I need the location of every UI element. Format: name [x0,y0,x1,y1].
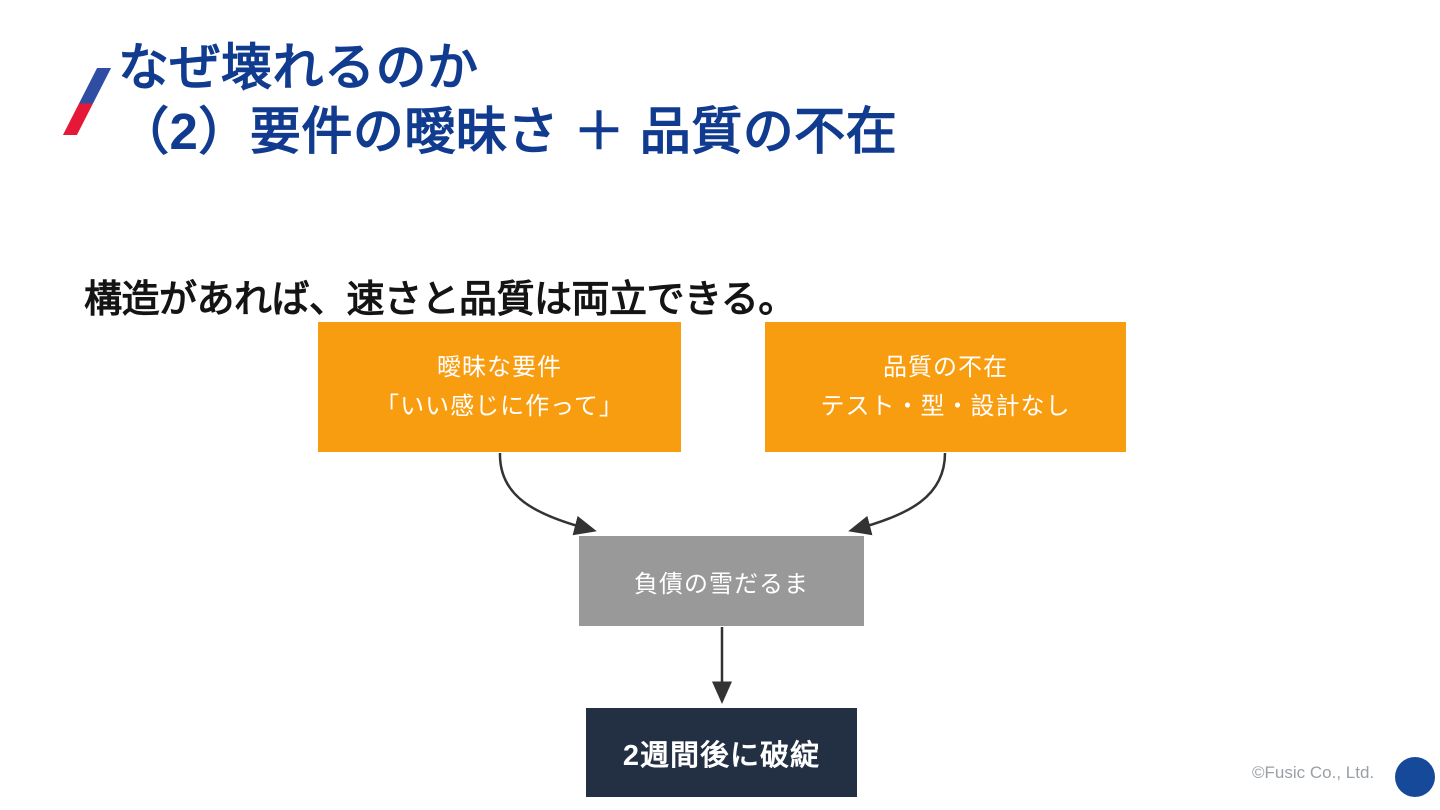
title-line-2: （2）要件の曖昧さ ＋ 品質の不在 [118,103,898,160]
arrow-right-curve [848,452,947,536]
copyright-text: ©Fusic Co., Ltd. [1252,763,1375,782]
box-ambiguous-line-2: 「いい感じに作って」 [375,393,624,420]
slash-logo-icon [62,68,112,135]
box-quality-line-1: 品質の不在 [883,354,1008,381]
box-collapse-label: 2週間後に破綻 [622,739,821,772]
box-two-week-collapse: 2週間後に破綻 [586,708,857,797]
arrow-left-curve [498,452,597,536]
box-debt-snowball: 負債の雪だるま [579,536,864,626]
box-quality-absence: 品質の不在 テスト・型・設計なし [765,322,1126,452]
page-title: なぜ壊れるのか （2）要件の曖昧さ ＋ 品質の不在 [118,36,897,164]
box-ambiguous-requirements: 曖昧な要件 「いい感じに作って」 [318,322,681,452]
brand-dot-icon [1395,757,1435,797]
box-ambiguous-line-1: 曖昧な要件 [437,354,562,381]
title-line-1: なぜ壊れるのか [118,39,479,96]
subtitle: 構造があれば、速さと品質は両立できる。 [84,279,796,321]
box-quality-line-2: テスト・型・設計なし [820,393,1071,420]
box-debt-label: 負債の雪だるま [634,570,809,598]
